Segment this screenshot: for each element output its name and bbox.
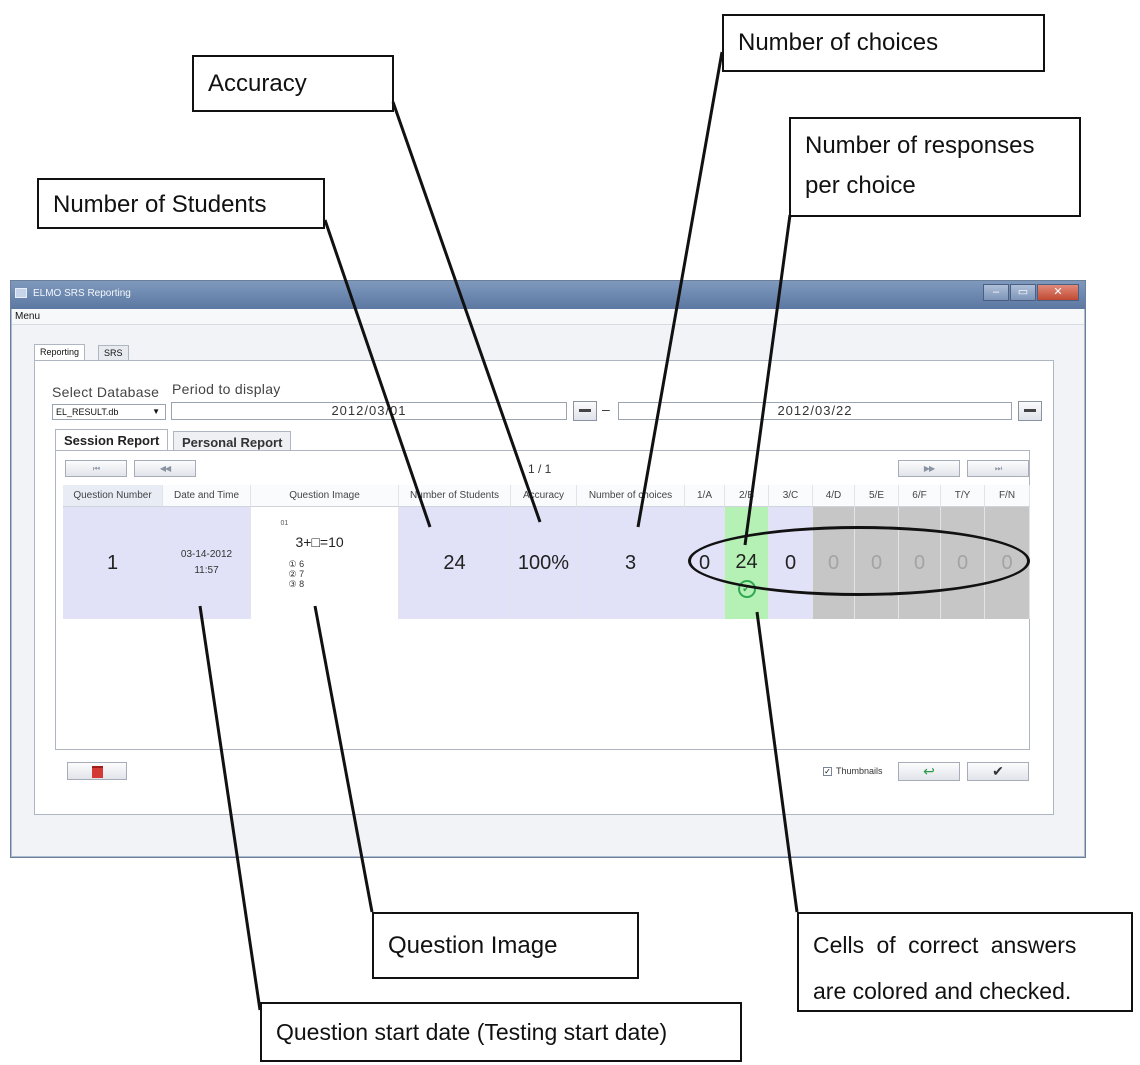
app-icon — [15, 288, 27, 298]
cell-accuracy[interactable]: 100% — [511, 507, 577, 619]
cell-date-time[interactable]: 03-14-2012 11:57 — [163, 507, 251, 619]
question-image-equation: 3+□=10 — [295, 534, 344, 550]
menu-item-menu[interactable]: Menu — [15, 311, 41, 322]
header-choice-1a[interactable]: 1/A — [685, 485, 725, 507]
callout-text: Question start date (Testing start date) — [276, 1019, 668, 1045]
callout-text-line2: per choice — [805, 172, 916, 199]
menu-bar: Menu — [12, 309, 1084, 325]
period-label: Period to display — [172, 381, 281, 397]
question-thumbnail: 01 3+□=10 ① 6 ② 7 ③ 8 — [259, 512, 390, 614]
delete-button[interactable] — [67, 762, 127, 780]
header-choice-2b[interactable]: 2/B — [725, 485, 769, 507]
window-title: ELMO SRS Reporting — [33, 288, 131, 299]
callout-question-start: Question start date (Testing start date) — [260, 1002, 742, 1062]
header-choice-5e[interactable]: 5/E — [855, 485, 899, 507]
window-controls: – ▭ ✕ — [983, 284, 1079, 301]
header-accuracy[interactable]: Accuracy — [511, 485, 577, 507]
last-page-button[interactable]: ⏭ — [967, 460, 1029, 477]
close-button[interactable]: ✕ — [1037, 284, 1079, 301]
return-arrow-icon: ↩ — [923, 763, 935, 779]
tab-reporting[interactable]: Reporting — [34, 344, 86, 361]
option-2: ② 7 — [288, 568, 305, 579]
header-choice-4d[interactable]: 4/D — [813, 485, 855, 507]
tab-personal-report[interactable]: Personal Report — [173, 431, 292, 451]
back-button[interactable]: ↩ — [898, 762, 960, 781]
header-date-time[interactable]: Date and Time — [163, 485, 251, 507]
maximize-button[interactable]: ▭ — [1010, 284, 1036, 301]
callout-text-line1: Cells of correct answers — [813, 932, 1077, 958]
callout-text: Number of Students — [53, 191, 267, 218]
select-database-label: Select Database — [52, 384, 160, 400]
header-number-of-students[interactable]: Number of Students — [399, 485, 511, 507]
option-1: ① 6 — [288, 559, 305, 569]
callout-number-of-students: Number of Students — [37, 178, 325, 229]
cell-question-image[interactable]: 01 3+□=10 ① 6 ② 7 ③ 8 — [251, 507, 399, 619]
tab-session-report[interactable]: Session Report — [55, 429, 169, 451]
callout-number-of-choices: Number of choices — [722, 14, 1045, 72]
checkmark-icon: ✔ — [992, 763, 1004, 779]
time-value: 11:57 — [194, 565, 219, 576]
date-to-field[interactable]: 2012/03/22 — [618, 402, 1012, 420]
callout-question-image: Question Image — [372, 912, 639, 979]
database-select[interactable]: EL_RESULT.db ▼ — [52, 404, 166, 420]
callout-text: Accuracy — [208, 70, 307, 97]
database-value: EL_RESULT.db — [56, 407, 119, 417]
date-value: 03-14-2012 — [180, 549, 233, 560]
callout-text: Question Image — [388, 932, 558, 959]
prev-page-button[interactable]: ◀◀ — [134, 460, 196, 477]
tab-srs[interactable]: SRS — [98, 345, 129, 361]
callout-number-of-responses: Number of responses per choice — [789, 117, 1081, 217]
thumbnails-label: Thumbnails — [836, 766, 883, 776]
question-image-options: ① 6 ② 7 ③ 8 — [288, 559, 305, 590]
ok-button[interactable]: ✔ — [967, 762, 1029, 781]
header-question-number[interactable]: Question Number — [63, 485, 163, 507]
callout-text: Number of choices — [738, 29, 939, 56]
cell-number-of-choices[interactable]: 3 — [577, 507, 685, 619]
cell-question-number[interactable]: 1 — [63, 507, 163, 619]
date-from-calendar-button[interactable] — [573, 401, 597, 421]
option-3: ③ 8 — [288, 578, 305, 589]
date-to-calendar-button[interactable] — [1018, 401, 1042, 421]
chevron-down-icon: ▼ — [152, 407, 160, 416]
callout-correct-cells: Cells of correct answers are colored and… — [797, 912, 1133, 1012]
date-from-field[interactable]: 2012/03/01 — [171, 402, 567, 420]
next-page-button[interactable]: ▶▶ — [898, 460, 960, 477]
responses-highlight-oval — [688, 526, 1030, 596]
header-choice-6f[interactable]: 6/F — [899, 485, 941, 507]
minimize-button[interactable]: – — [983, 284, 1009, 301]
page-indicator: 1 / 1 — [528, 462, 552, 476]
callout-text-line1: Number of responses — [805, 132, 1035, 159]
callout-accuracy: Accuracy — [192, 55, 394, 112]
header-choice-3c[interactable]: 3/C — [769, 485, 813, 507]
header-choice-fn[interactable]: F/N — [985, 485, 1030, 507]
date-range-separator: – — [602, 401, 610, 417]
header-number-of-choices[interactable]: Number of choices — [577, 485, 685, 507]
trash-icon — [92, 766, 103, 778]
cell-number-of-students[interactable]: 24 — [399, 507, 511, 619]
first-page-button[interactable]: ⏮ — [65, 460, 127, 477]
thumbnails-checkbox[interactable]: ✓ — [823, 767, 832, 776]
callout-text-line2: are colored and checked. — [813, 978, 1072, 1004]
header-question-image[interactable]: Question Image — [251, 485, 399, 507]
title-bar: ELMO SRS Reporting – ▭ ✕ — [11, 281, 1085, 309]
question-image-number: 01 — [280, 520, 289, 527]
header-choice-ty[interactable]: T/Y — [941, 485, 985, 507]
